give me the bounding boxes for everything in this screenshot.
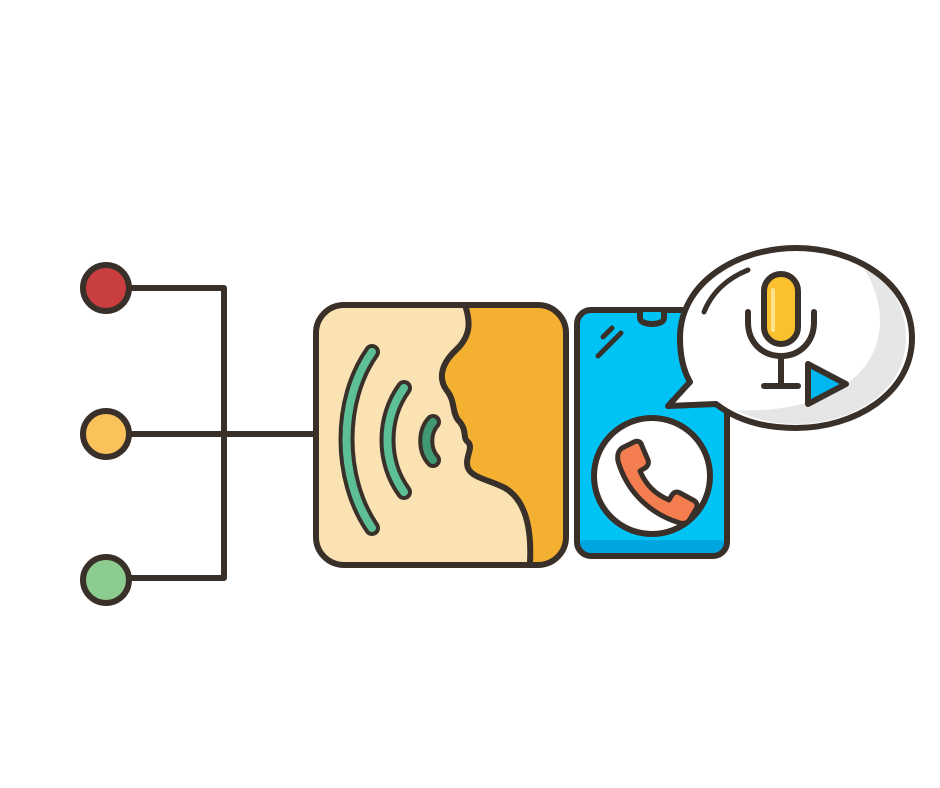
sound-wave-icon	[338, 344, 441, 536]
speech-bubble-icon	[665, 245, 915, 431]
phone-glare-1	[600, 325, 615, 340]
speaking-face-icon	[313, 302, 569, 568]
play-icon	[805, 361, 849, 407]
phone-notch	[637, 312, 667, 327]
phone-border	[574, 307, 730, 559]
node-red-icon	[80, 262, 132, 314]
sound-wave-small-fill	[422, 418, 437, 464]
node-green-icon	[80, 554, 132, 606]
connector-tree	[129, 285, 319, 581]
bubble-shadow	[736, 262, 906, 424]
face-silhouette	[441, 305, 566, 565]
mic-capsule	[761, 271, 801, 347]
bubble-border	[665, 245, 915, 431]
phone-shadow	[577, 540, 727, 556]
sound-wave-medium-fill	[383, 384, 408, 496]
node-orange-icon	[80, 408, 132, 460]
smartphone-icon	[574, 307, 730, 559]
microphone-icon	[745, 271, 817, 389]
face-profile-line	[438, 302, 534, 565]
face-panel-border	[313, 302, 569, 568]
phone-handset-icon	[615, 438, 700, 526]
phone-glare-2	[595, 330, 624, 359]
bubble-highlight	[701, 267, 751, 315]
sound-wave-large-fill	[342, 348, 376, 532]
node-group	[80, 262, 132, 606]
